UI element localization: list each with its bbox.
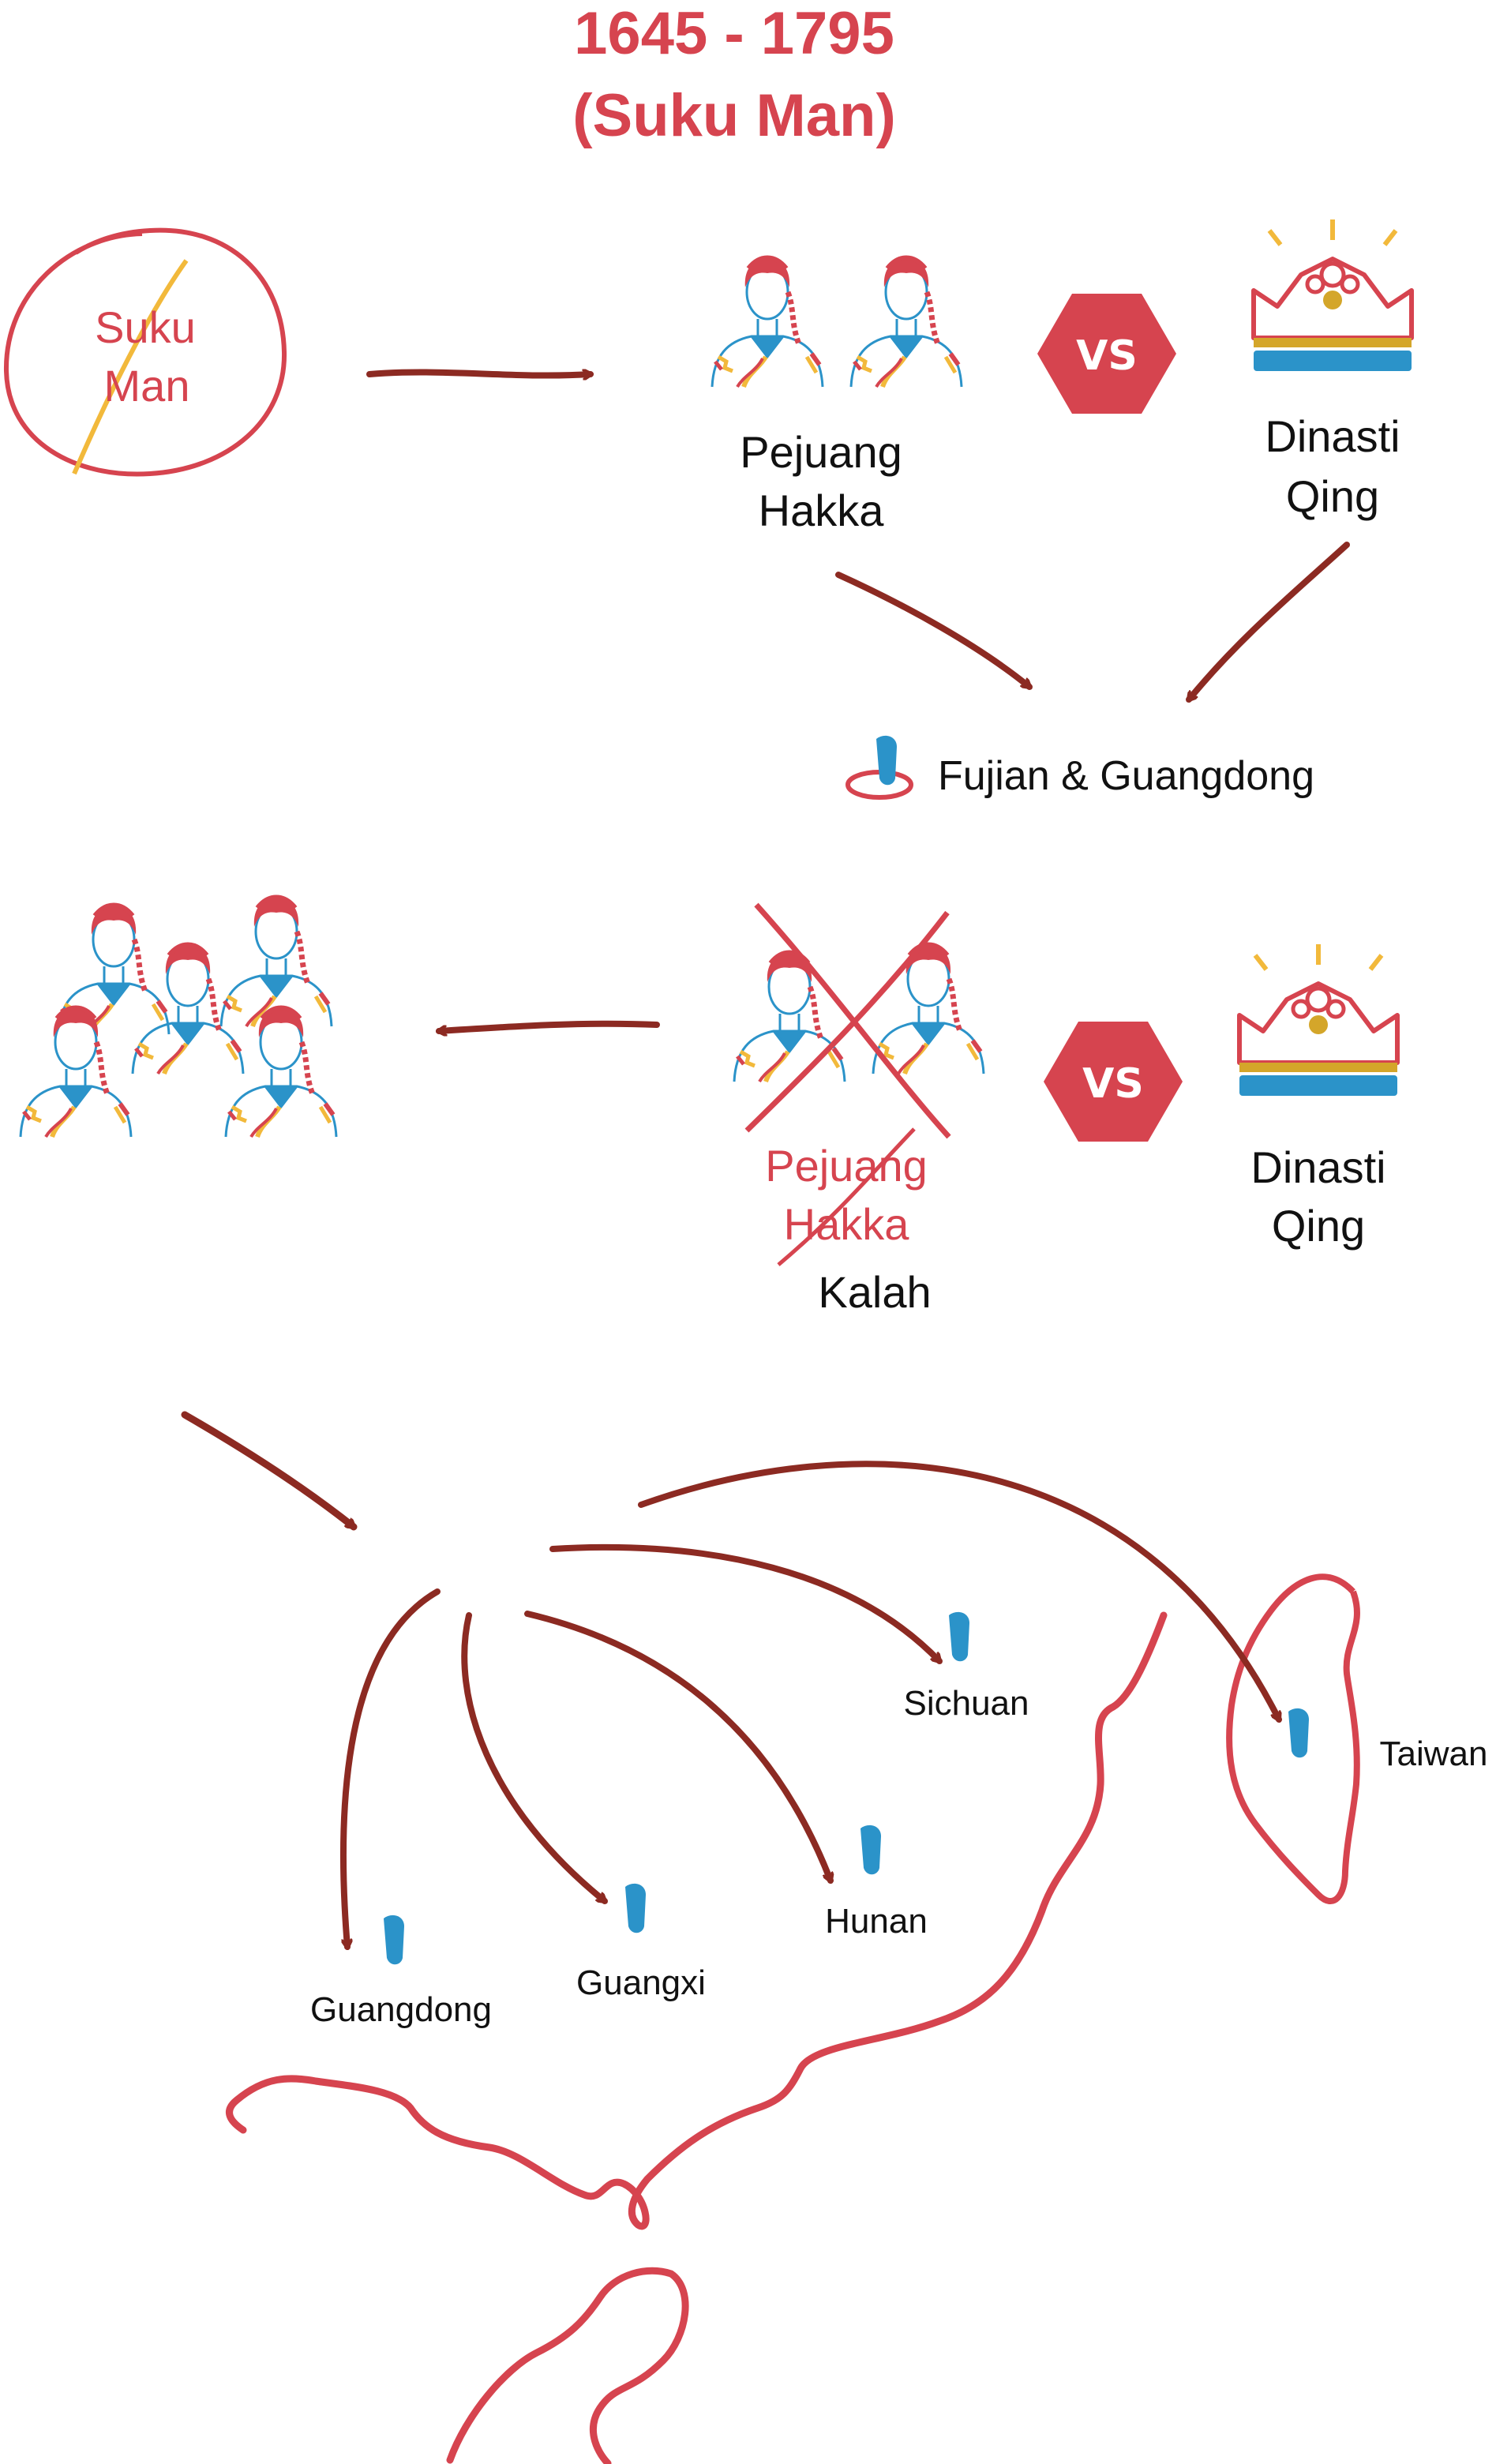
location-pin-icon [860, 1825, 881, 1875]
location-pin-icon [625, 1883, 646, 1933]
arrow-icon [1186, 542, 1350, 699]
hakka-fighters-crossed-icon [734, 902, 984, 1139]
title-subtitle: (Suku Man) [572, 82, 896, 149]
location-pin-icon [845, 735, 913, 800]
destination-guangdong: Guangdong [310, 1990, 492, 2029]
crossed-circle-label-1: Suku [95, 302, 196, 352]
map-outline-icon [446, 2267, 689, 2464]
location-pin-icon [384, 1915, 404, 1965]
dynasty-label-2b: Qing [1272, 1201, 1365, 1251]
map-outline-icon [1226, 1573, 1360, 1904]
dynasty-label-2: Qing [1286, 471, 1379, 521]
crown-icon [1254, 219, 1412, 371]
arrow-icon [339, 1588, 441, 1947]
result-label: Kalah [818, 1267, 931, 1317]
arrow-icon [181, 1411, 354, 1531]
dynasty-label-1: Dinasti [1265, 411, 1400, 461]
destination-taiwan: Taiwan [1380, 1735, 1488, 1773]
destination-hunan: Hunan [825, 1902, 928, 1941]
destination-sichuan: Sichuan [903, 1684, 1029, 1723]
fighters-label-1: Pejuang [740, 427, 902, 477]
arrow-icon [638, 1461, 1282, 1720]
crossed-circle-icon [3, 227, 287, 477]
arrow-icon [439, 1020, 660, 1031]
vs-hexagon-icon: VS [1044, 1022, 1183, 1142]
arrow-icon [549, 1543, 939, 1661]
hakka-fighters-icon [712, 258, 962, 388]
title-years: 1645 - 1795 [574, 0, 894, 67]
crown-icon [1239, 944, 1397, 1096]
strike-line [777, 1127, 916, 1266]
dynasty-label-1b: Dinasti [1250, 1142, 1385, 1192]
vs-label: VS [1076, 332, 1138, 380]
location-pin-icon [949, 1611, 969, 1662]
location-pin-icon [1288, 1708, 1309, 1758]
crossed-fighters-label-1: Pejuang [765, 1141, 928, 1191]
arrow-icon [461, 1612, 605, 1904]
arrow-icon [524, 1611, 830, 1881]
destination-guangxi: Guangxi [576, 1963, 706, 2002]
map-outline-icon [226, 1611, 1168, 2230]
vs-label-2: VS [1082, 1060, 1144, 1108]
arrow-icon [366, 372, 591, 375]
vs-hexagon-icon: VS [1037, 294, 1176, 414]
crossed-circle-label-2: Man [104, 361, 190, 411]
arrow-icon [835, 572, 1029, 690]
location-label: Fujian & Guangdong [938, 753, 1314, 799]
fighters-label-2: Hakka [759, 486, 885, 535]
crowd-icon [21, 898, 336, 1138]
